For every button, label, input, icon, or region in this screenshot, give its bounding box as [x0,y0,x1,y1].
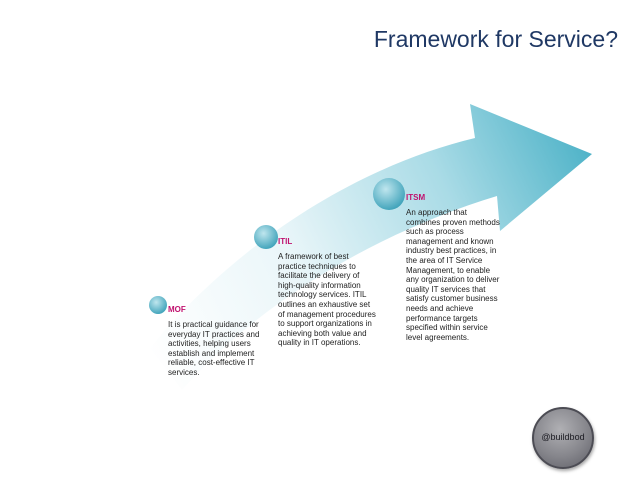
author-badge: @buildbod [532,407,594,469]
stage-itsm-label: ITSM [406,193,426,202]
itil-marker [254,225,278,249]
stage-mof: MOF It is practical guidance for everyda… [168,305,266,378]
stage-mof-description: It is practical guidance for everyday IT… [168,320,260,377]
stage-itil-description: A framework of best practice techniques … [278,252,376,348]
stage-itsm: ITSM An approach that combines proven me… [406,193,502,342]
author-badge-label: @buildbod [541,432,585,442]
arrow-shape [150,104,592,390]
stage-mof-label: MOF [168,305,186,314]
slide-title: Framework for Service? [373,26,618,52]
itsm-marker [373,178,405,210]
stage-itil: ITIL A framework of best practice techni… [278,237,376,348]
stage-itil-label: ITIL [278,237,293,246]
mof-marker [149,296,167,314]
stage-itsm-description: An approach that combines proven methods… [406,208,500,342]
